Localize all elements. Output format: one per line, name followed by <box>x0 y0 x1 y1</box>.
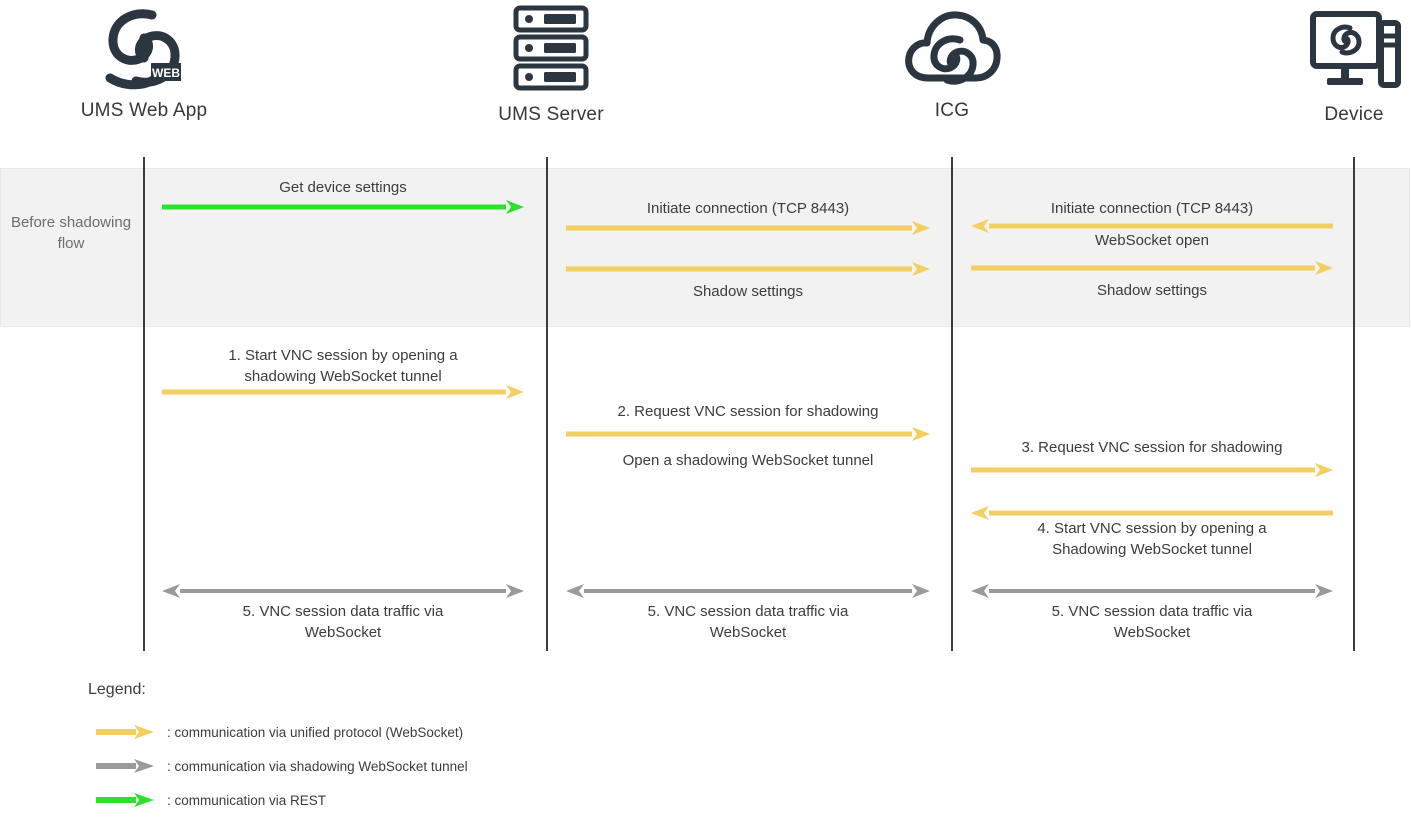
message-arrow-initiate-connection-device <box>971 219 1333 233</box>
actor-ums-server: UMS Server <box>441 0 661 126</box>
lifeline-ums-server <box>546 157 548 651</box>
message-label-websocket-open: WebSocket open <box>1095 232 1209 249</box>
message-arrow-shadow-settings-device <box>971 261 1333 275</box>
server-rack-icon <box>441 0 661 96</box>
message-label-step-5-a: 5. VNC session data traffic via WebSocke… <box>242 603 444 641</box>
legend-item-rest: : communication via REST <box>96 783 788 817</box>
message-arrow-step-2 <box>566 427 930 441</box>
actor-label: UMS Server <box>498 104 604 125</box>
message-label-shadow-settings-device: Shadow settings <box>1096 282 1208 299</box>
lifeline-device <box>1353 157 1355 651</box>
message-arrow-step-3 <box>971 463 1333 477</box>
before-shadowing-flow-band <box>0 168 1410 327</box>
message-label-shadow-settings-server: Shadow settings <box>692 283 804 300</box>
message-label-open-shadowing-tunnel: Open a shadowing WebSocket tunnel <box>622 452 874 469</box>
legend-item-unified: : communication via unified protocol (We… <box>96 715 788 749</box>
actor-label: Device <box>1324 104 1384 125</box>
yellow-arrow-icon <box>96 725 156 739</box>
message-arrow-get-device-settings <box>162 200 524 214</box>
message-arrow-step-4 <box>971 506 1333 520</box>
message-label-get-device-settings: Get device settings <box>279 179 407 196</box>
message-arrow-step-1 <box>162 385 524 399</box>
svg-text:WEB: WEB <box>152 66 180 80</box>
cloud-gateway-icon <box>842 0 1062 96</box>
message-arrow-step-5-c <box>971 584 1333 598</box>
legend-item-shadowing: : communication via shadowing WebSocket … <box>96 749 788 783</box>
legend-item-label: : communication via REST <box>167 792 327 808</box>
legend-title: Legend: <box>88 681 146 698</box>
gray-arrow-icon <box>96 759 156 773</box>
ums-web-logo-icon: WEB <box>34 0 254 96</box>
message-label-step-4: 4. Start VNC session by opening a Shadow… <box>1037 520 1267 558</box>
message-label-step-5-c: 5. VNC session data traffic via WebSocke… <box>1051 603 1253 641</box>
message-arrow-shadow-settings-server <box>566 262 930 276</box>
actor-label: ICG <box>934 100 970 121</box>
message-arrow-step-5-a <box>162 584 524 598</box>
green-arrow-icon <box>96 793 156 807</box>
message-label-initiate-connection-server: Initiate connection (TCP 8443) <box>646 200 850 217</box>
message-arrow-initiate-connection-server <box>566 221 930 235</box>
message-arrow-step-5-b <box>566 584 930 598</box>
lifeline-icg <box>951 157 953 651</box>
band-label: Before shadowing flow <box>10 214 132 252</box>
actor-label: UMS Web App <box>80 100 208 121</box>
message-label-initiate-connection-device: Initiate connection (TCP 8443) <box>1050 200 1254 217</box>
legend-item-label: : communication via shadowing WebSocket … <box>167 758 468 774</box>
desktop-device-icon <box>1244 0 1412 96</box>
actor-device: Device <box>1244 0 1412 126</box>
legend: Legend: : communication via unified prot… <box>88 681 788 817</box>
message-label-step-1: 1. Start VNC session by opening a shadow… <box>228 347 458 385</box>
actor-ums-web-app: WEB UMS Web App <box>34 0 254 122</box>
lifeline-ums-web-app <box>143 157 145 651</box>
message-label-step-5-b: 5. VNC session data traffic via WebSocke… <box>647 603 849 641</box>
message-label-step-2: 2. Request VNC session for shadowing <box>617 403 879 420</box>
actor-icg: ICG <box>842 0 1062 122</box>
message-label-step-3: 3. Request VNC session for shadowing <box>1021 439 1283 456</box>
legend-item-label: : communication via unified protocol (We… <box>167 724 464 740</box>
